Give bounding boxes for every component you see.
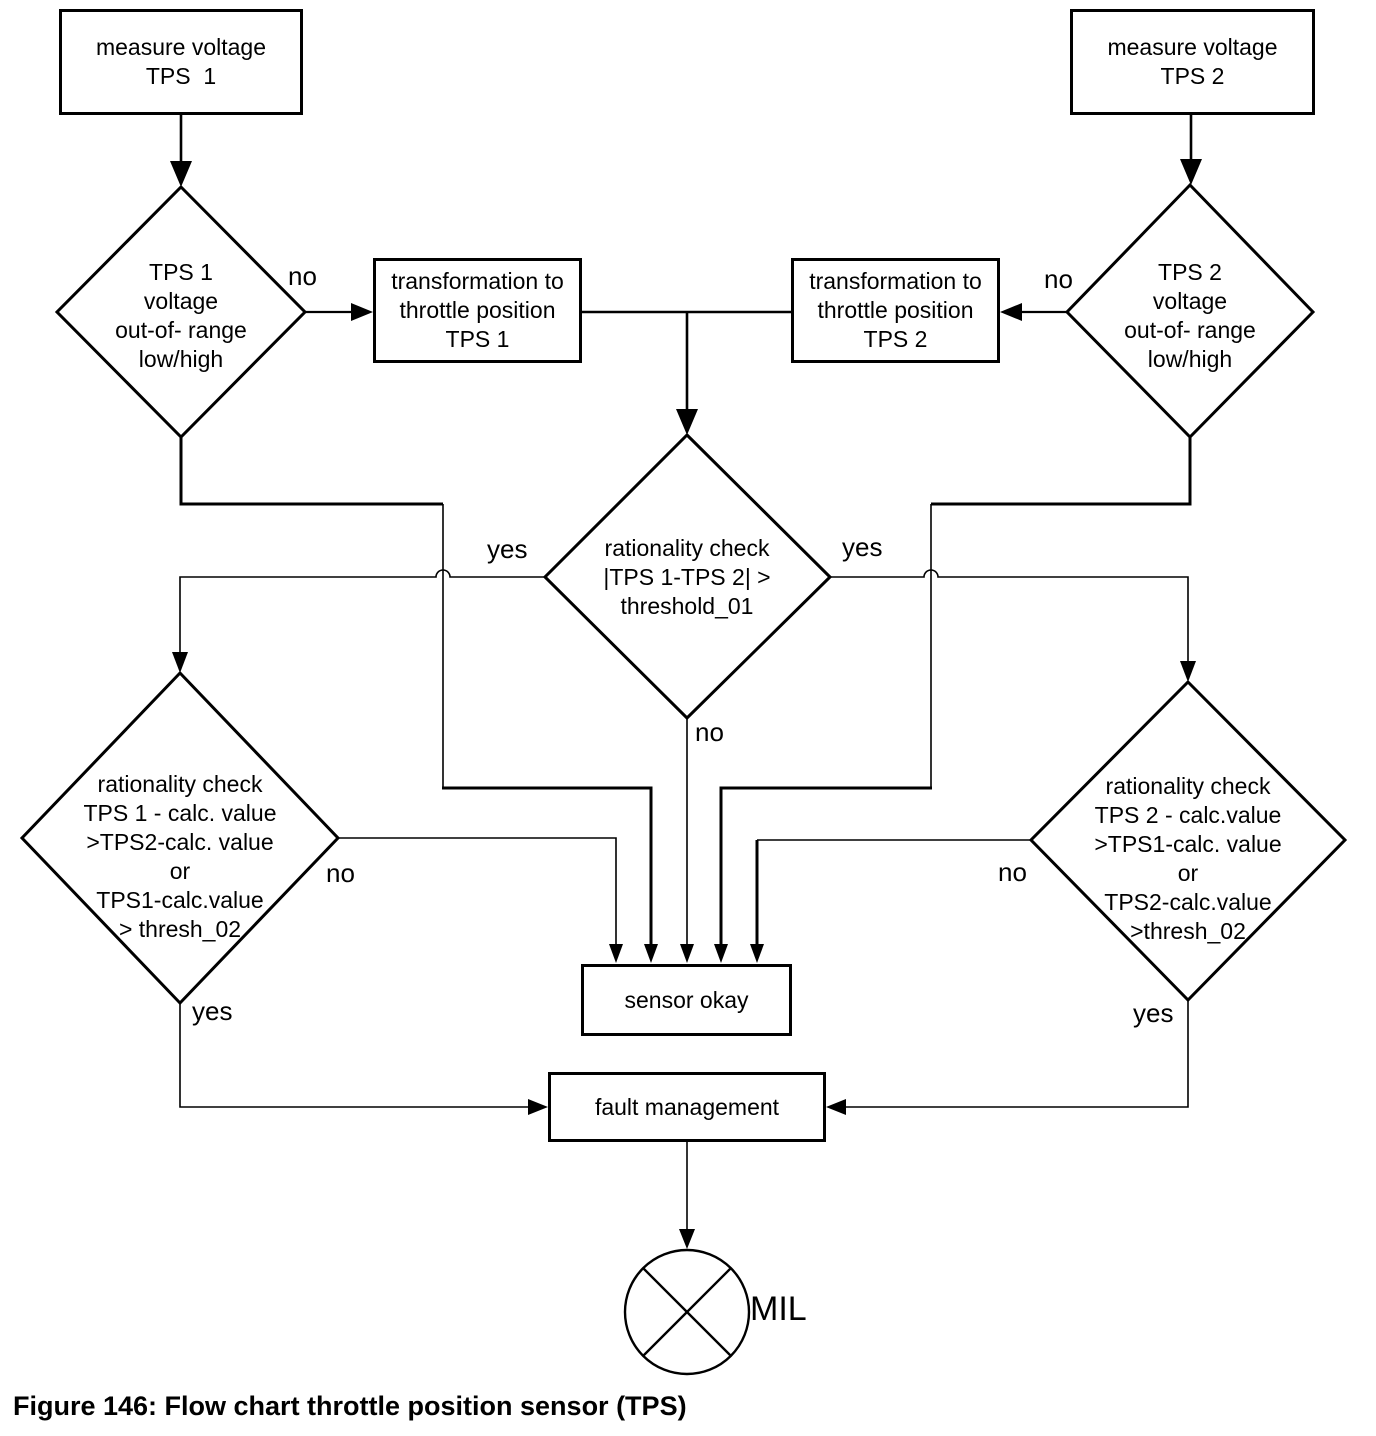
node-transformation-tps1: transformation to throttle position TPS … — [373, 258, 582, 363]
edge-oor1-bottom-chain-c — [442, 786, 653, 945]
node-sensor-okay: sensor okay — [581, 964, 792, 1036]
arrowhead-into-transform1 — [351, 303, 373, 321]
edge-rat1-yes-to-fault — [179, 1003, 530, 1108]
arrowhead-okay-1 — [609, 944, 623, 963]
edge-oor2-bottom-chain-c — [719, 786, 932, 945]
diamond-rationality-tps2 — [1028, 679, 1348, 1003]
arrowhead-okay-3 — [680, 944, 694, 963]
arrowhead-into-mil — [679, 1229, 695, 1249]
edge-oor1-bottom-chain-a — [179, 437, 443, 506]
diamond-rationality-diff — [542, 432, 833, 721]
edge-oor2-bottom-chain-a — [931, 437, 1192, 506]
arrowhead-into-rat1 — [172, 652, 188, 673]
arrowhead-fault-left — [528, 1099, 548, 1115]
node-transformation-tps2-label: transformation to throttle position TPS … — [809, 268, 982, 352]
node-measure-voltage-tps2: measure voltage TPS 2 — [1070, 9, 1315, 115]
edge-rat1-no-to-okay — [338, 837, 617, 945]
arrowhead-into-rat2 — [1180, 661, 1196, 682]
node-measure-voltage-tps2-label: measure voltage TPS 2 — [1107, 34, 1278, 89]
edge-rationality-yes-right — [830, 569, 1189, 662]
arrowhead-okay-2 — [644, 944, 658, 963]
edge-label-rat2-yes: yes — [1133, 998, 1174, 1028]
edge-label-rationality-no: no — [695, 717, 724, 747]
arrowhead-fault-right — [826, 1099, 846, 1115]
edge-rationality-yes-left — [179, 569, 545, 654]
edge-rat2-yes-to-fault — [846, 1000, 1189, 1108]
mil-lamp-icon — [623, 1248, 751, 1376]
edge-label-oor2-no: no — [1044, 264, 1073, 294]
edge-label-rat2-no: no — [998, 857, 1027, 887]
arrowhead-into-oor2 — [1180, 159, 1202, 185]
node-fault-management-label: fault management — [594, 1093, 780, 1120]
edge-label-rationality-yes-right: yes — [842, 532, 883, 562]
edge-label-rat1-yes: yes — [192, 996, 233, 1026]
node-measure-voltage-tps1: measure voltage TPS 1 — [59, 9, 303, 115]
node-measure-voltage-tps1-label: measure voltage TPS 1 — [95, 34, 267, 89]
edge-label-rat1-no: no — [326, 858, 355, 888]
diamond-oor-tps2 — [1064, 182, 1316, 440]
edge-label-rationality-yes-left: yes — [487, 534, 528, 564]
diamond-oor-tps1 — [54, 184, 308, 440]
diamond-rationality-tps1 — [19, 670, 341, 1006]
edge-label-oor1-no: no — [288, 261, 317, 291]
node-transformation-tps2: transformation to throttle position TPS … — [791, 258, 1000, 363]
node-transformation-tps1-label: transformation to throttle position TPS … — [391, 268, 564, 352]
arrowhead-into-transform2 — [1000, 303, 1022, 321]
figure-caption: Figure 146: Flow chart throttle position… — [13, 1391, 687, 1421]
arrowhead-okay-5 — [750, 944, 764, 963]
node-fault-management: fault management — [548, 1072, 826, 1142]
mil-lamp-cross-2 — [642, 1267, 732, 1357]
node-sensor-okay-label: sensor okay — [624, 986, 749, 1013]
arrowhead-into-oor1 — [170, 161, 192, 187]
arrowhead-into-rationality — [676, 409, 698, 435]
mil-label: MIL — [750, 1290, 807, 1328]
arrowhead-okay-4 — [714, 944, 728, 963]
